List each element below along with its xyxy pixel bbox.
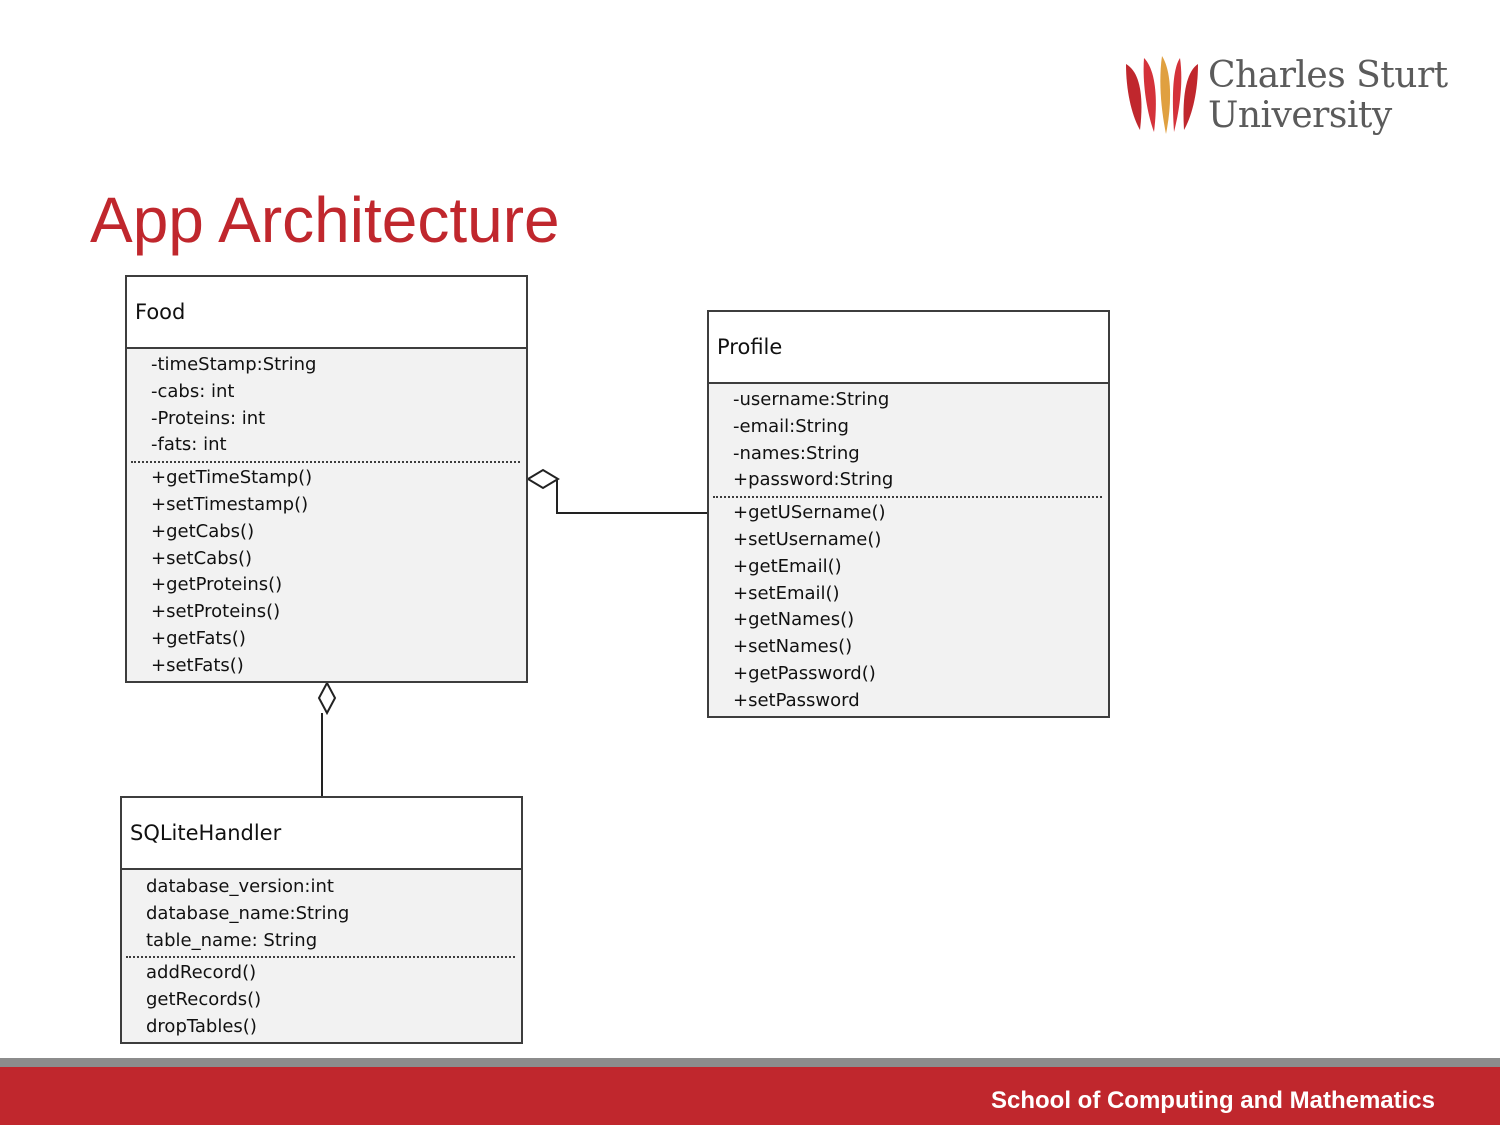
flame-crest-icon xyxy=(1126,56,1198,134)
footer-divider-bar xyxy=(0,1058,1500,1067)
food-method: +setTimestamp() xyxy=(151,493,309,515)
sqlitehandler-class-name: SQLiteHandler xyxy=(122,798,521,870)
food-attribute: -cabs: int xyxy=(151,380,235,402)
food-attribute: -fats: int xyxy=(151,434,227,456)
sqlitehandler-attribute: database_name:String xyxy=(146,902,350,924)
food-attribute: -timeStamp:String xyxy=(151,354,317,375)
profile-method: +setUsername() xyxy=(733,528,882,550)
profile-class-name: Profile xyxy=(709,312,1108,384)
logo-line-1: Charles Sturt xyxy=(1208,55,1448,96)
profile-attribute: -username:String xyxy=(733,389,890,410)
profile-food-aggregation-line xyxy=(556,479,707,514)
profile-method: +setNames() xyxy=(733,636,853,658)
logo-wordmark: Charles Sturt University xyxy=(1208,56,1448,136)
profile-method: +getNames() xyxy=(733,609,855,631)
profile-attribute: +password:String xyxy=(733,469,894,491)
food-method: +getProteins() xyxy=(151,574,283,596)
sqlitehandler-divider xyxy=(126,956,515,959)
sqlitehandler-attribute: database_version:int xyxy=(146,876,334,897)
food-class-box: Food -timeStamp:String -cabs: int -Prote… xyxy=(125,275,528,683)
food-method: +getCabs() xyxy=(151,520,255,542)
food-method: +getFats() xyxy=(151,627,246,649)
university-logo: Charles Sturt University xyxy=(1122,56,1452,146)
profile-divider xyxy=(713,496,1102,499)
food-attribute: -Proteins: int xyxy=(151,407,266,429)
food-divider xyxy=(131,461,520,464)
food-aggregation-diamond-right xyxy=(526,468,560,490)
profile-attribute: -names:String xyxy=(733,442,860,464)
footer-school-name: School of Computing and Mathematics xyxy=(990,1087,1435,1114)
sqlitehandler-class-box: SQLiteHandler database_version:int datab… xyxy=(120,796,523,1044)
sqlitehandler-method: addRecord() xyxy=(146,962,257,984)
food-method: +getTimeStamp() xyxy=(151,467,313,489)
profile-method: +setPassword xyxy=(733,689,860,711)
profile-attributes: -username:String -email:String -names:St… xyxy=(709,384,1108,494)
profile-class-box: Profile -username:String -email:String -… xyxy=(707,310,1110,718)
sqlitehandler-attributes: database_version:int database_name:Strin… xyxy=(122,870,521,954)
sqlitehandler-method: dropTables() xyxy=(146,1015,257,1037)
sqlitehandler-method: getRecords() xyxy=(146,989,262,1011)
sqlitehandler-methods: addRecord() getRecords() dropTables() xyxy=(122,960,521,1040)
food-class-name: Food xyxy=(127,277,526,349)
food-method: +setFats() xyxy=(151,654,244,676)
profile-method: +getPassword() xyxy=(733,662,876,684)
profile-methods: +getUSername() +setUsername() +getEmail(… xyxy=(709,500,1108,714)
food-methods: +getTimeStamp() +setTimestamp() +getCabs… xyxy=(127,465,526,679)
sqlitehandler-attribute: table_name: String xyxy=(146,929,318,951)
profile-method: +getEmail() xyxy=(733,555,842,577)
slide-title: App Architecture xyxy=(90,184,560,256)
food-aggregation-diamond-bottom xyxy=(317,680,337,716)
profile-attribute: -email:String xyxy=(733,415,849,437)
profile-method: +setEmail() xyxy=(733,582,840,604)
food-attributes: -timeStamp:String -cabs: int -Proteins: … xyxy=(127,349,526,459)
footer-bar xyxy=(0,1067,1500,1125)
food-method: +setProteins() xyxy=(151,601,281,623)
logo-line-2: University xyxy=(1208,95,1392,136)
food-method: +setCabs() xyxy=(151,547,253,569)
profile-method: +getUSername() xyxy=(733,502,886,524)
